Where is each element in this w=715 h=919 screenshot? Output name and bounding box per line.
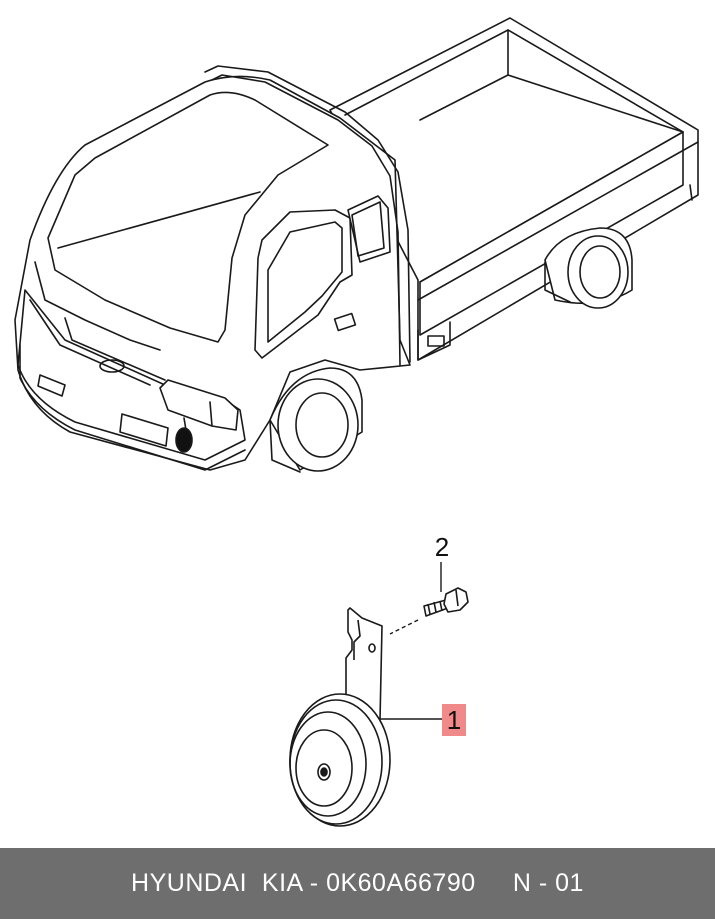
horn-illustration (289, 607, 391, 827)
leader-lines (380, 562, 442, 720)
truck-illustration (14, 17, 699, 473)
callout-2: 2 (434, 532, 450, 562)
footer-caption: HYUNDAI KIA - 0K60A66790 N - 01 (0, 848, 715, 919)
parts-diagram (14, 17, 699, 827)
bolt-illustration (423, 587, 469, 617)
callout-1: 1 (442, 704, 466, 736)
